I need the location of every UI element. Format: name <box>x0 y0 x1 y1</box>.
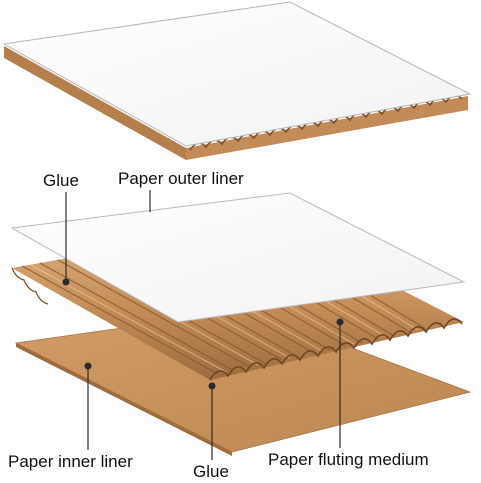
assembled-board-front-edge <box>186 96 468 160</box>
assembled-board <box>2 1 472 160</box>
fluting-front-wave <box>209 318 463 381</box>
outer-liner-sheet <box>10 192 466 323</box>
label-paper-fluting-medium: Paper fluting medium <box>268 450 429 469</box>
label-glue-top: Glue <box>43 171 79 190</box>
dot-glue-bottom <box>208 382 216 390</box>
assembled-board-top-liner <box>2 1 472 147</box>
label-paper-inner-liner: Paper inner liner <box>8 452 133 471</box>
dot-inner-liner <box>84 362 92 370</box>
fluting-left-wave <box>11 267 49 305</box>
label-paper-outer-liner: Paper outer liner <box>118 169 244 188</box>
inner-liner-edge <box>16 343 232 456</box>
assembled-board-left-edge <box>4 46 186 160</box>
leader-dots <box>62 278 344 390</box>
label-glue-bottom: Glue <box>193 462 229 481</box>
leader-lines <box>65 190 341 460</box>
dot-glue-top <box>62 278 70 286</box>
dot-fluting-medium <box>336 318 344 326</box>
